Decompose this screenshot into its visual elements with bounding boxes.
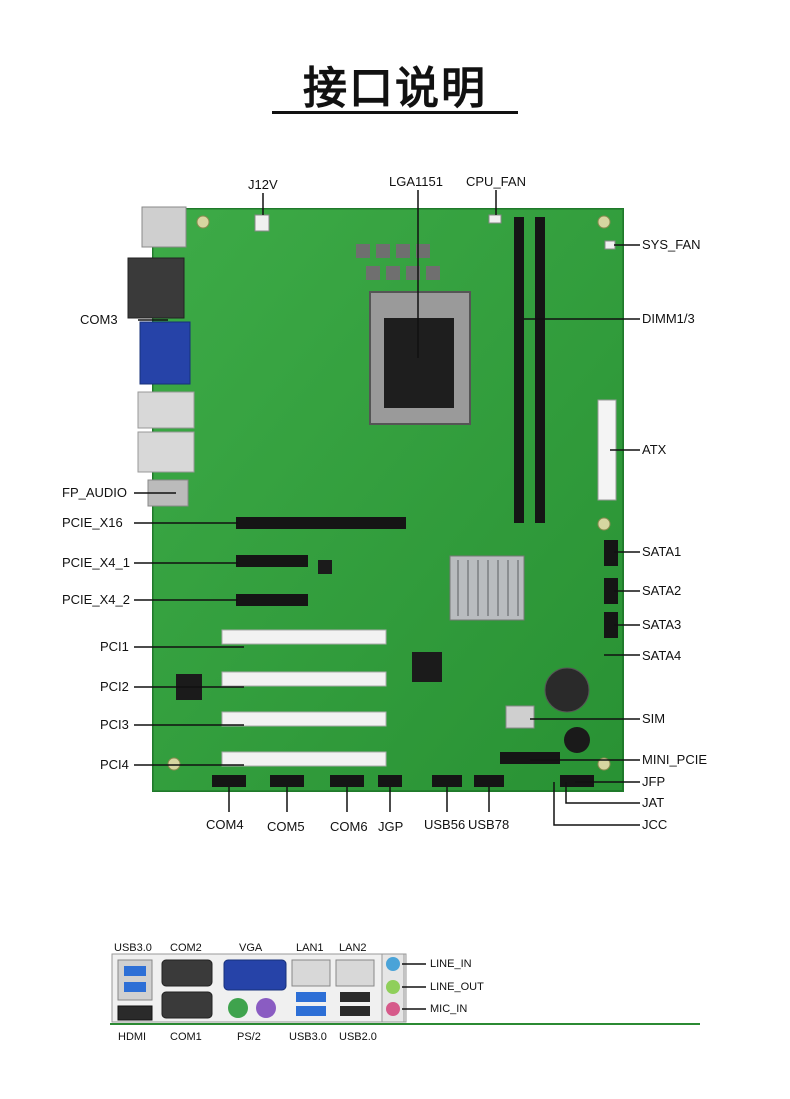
label-pci3: PCI3 <box>100 717 129 732</box>
sys-fan-header <box>604 240 616 250</box>
bottom-headers <box>212 775 594 787</box>
label-mini-pcie: MINI_PCIE <box>642 752 708 767</box>
pci-slot-4 <box>221 751 387 767</box>
pci-slot-1 <box>221 629 387 645</box>
sata-port-3 <box>604 612 618 638</box>
super-io-chip <box>412 652 442 682</box>
label-atx: ATX <box>642 442 667 457</box>
leader-lines <box>134 190 640 826</box>
title-underline <box>272 111 518 114</box>
board-usb-stack <box>141 206 187 248</box>
io-usb30-port-b <box>124 982 146 992</box>
cpu-fan-header <box>488 214 502 224</box>
label-com4: COM4 <box>206 817 244 832</box>
label-usb78: USB78 <box>468 817 510 832</box>
label-sata4: SATA4 <box>642 648 682 663</box>
pci-slot-2 <box>221 671 387 687</box>
pcie-x4-1-slot <box>236 555 308 567</box>
sim-slot <box>505 705 535 729</box>
label-sata2: SATA2 <box>642 583 682 598</box>
label-io-lan2: LAN2 <box>339 942 367 954</box>
label-com3: COM3 <box>80 312 118 327</box>
label-pci4: PCI4 <box>100 757 129 772</box>
label-io-com2: COM2 <box>170 942 202 954</box>
io-com2-port <box>161 959 213 987</box>
label-jgp: JGP <box>378 819 404 834</box>
board-vga-port <box>139 321 191 385</box>
io-usb30-port-a <box>124 966 146 976</box>
sata-port-2 <box>604 578 618 604</box>
label-pcie-x4-2: PCIE_X4_2 <box>62 592 130 607</box>
label-pcie-x4-1: PCIE_X4_1 <box>62 555 130 570</box>
io-hdmi-port <box>117 1005 153 1021</box>
label-j12v: J12V <box>248 177 278 192</box>
lan-chip <box>318 560 332 574</box>
io-line-in-jack <box>386 957 400 971</box>
pcie-x4-2-slot <box>236 594 308 606</box>
io-lan2-port <box>335 959 375 987</box>
page-title: 接口说明 <box>303 63 487 114</box>
cpu-socket-core <box>384 318 454 408</box>
sata-port-1 <box>604 540 618 566</box>
io-line-out-jack <box>386 980 400 994</box>
label-jat: JAT <box>642 795 665 810</box>
mini-pcie-slot <box>500 752 560 764</box>
dimm-slot-1 <box>514 217 524 523</box>
io-ps2-mouse <box>228 998 248 1018</box>
label-io-hdmi: HDMI <box>118 1031 147 1043</box>
cmos-battery <box>544 667 590 713</box>
io-mic-in-jack <box>386 1002 400 1016</box>
label-dimm: DIMM1/3 <box>642 311 695 326</box>
label-io-vga: VGA <box>239 942 263 954</box>
board-lan-port-2 <box>137 431 195 473</box>
label-lga1151: LGA1151 <box>389 174 443 189</box>
label-usb56: USB56 <box>424 817 466 832</box>
io-usb20-port-a <box>340 992 370 1002</box>
io-lan1-port <box>291 959 331 987</box>
label-jfp: JFP <box>642 774 666 789</box>
label-io-mic-in: MIC_IN <box>430 1003 468 1015</box>
label-io-line-out: LINE_OUT <box>430 981 484 993</box>
label-jcc: JCC <box>642 817 668 832</box>
io-usb20-port-b <box>340 1006 370 1016</box>
board-serial-port <box>127 257 185 319</box>
io-usb30-port-c <box>296 992 326 1002</box>
label-com5: COM5 <box>267 819 305 834</box>
label-io-com1: COM1 <box>170 1031 202 1043</box>
pci-slot-3 <box>221 711 387 727</box>
io-usb30-port-d <box>296 1006 326 1016</box>
label-io-usb30-top: USB3.0 <box>114 942 152 954</box>
label-sys-fan: SYS_FAN <box>642 237 701 252</box>
label-io-usb20: USB2.0 <box>339 1031 377 1043</box>
io-leader-lines <box>402 963 426 1010</box>
label-cpu-fan: CPU_FAN <box>466 174 526 189</box>
label-io-lan1: LAN1 <box>296 942 324 954</box>
heatsink-fins <box>457 560 519 616</box>
label-pci2: PCI2 <box>100 679 129 694</box>
io-vga-port <box>223 959 287 991</box>
label-sim: SIM <box>642 711 666 726</box>
vrm-chokes <box>356 244 440 280</box>
io-ps2-keyboard <box>256 998 276 1018</box>
buzzer <box>564 727 590 753</box>
label-sata1: SATA1 <box>642 544 682 559</box>
label-fp-audio: FP_AUDIO <box>62 485 128 500</box>
pcie-x16-slot <box>236 517 406 529</box>
j12v-connector <box>254 214 270 232</box>
dimm-slot-3 <box>535 217 545 523</box>
board-lan-port-1 <box>137 391 195 429</box>
label-pcie-x16: PCIE_X16 <box>62 515 123 530</box>
label-io-line-in: LINE_IN <box>430 958 472 970</box>
label-pci1: PCI1 <box>100 639 129 654</box>
label-com6: COM6 <box>330 819 368 834</box>
mounting-holes <box>167 215 611 771</box>
label-io-ps2: PS/2 <box>237 1031 261 1043</box>
label-sata3: SATA3 <box>642 617 682 632</box>
io-com1-port <box>161 991 213 1019</box>
label-io-usb30-bottom: USB3.0 <box>289 1031 327 1043</box>
